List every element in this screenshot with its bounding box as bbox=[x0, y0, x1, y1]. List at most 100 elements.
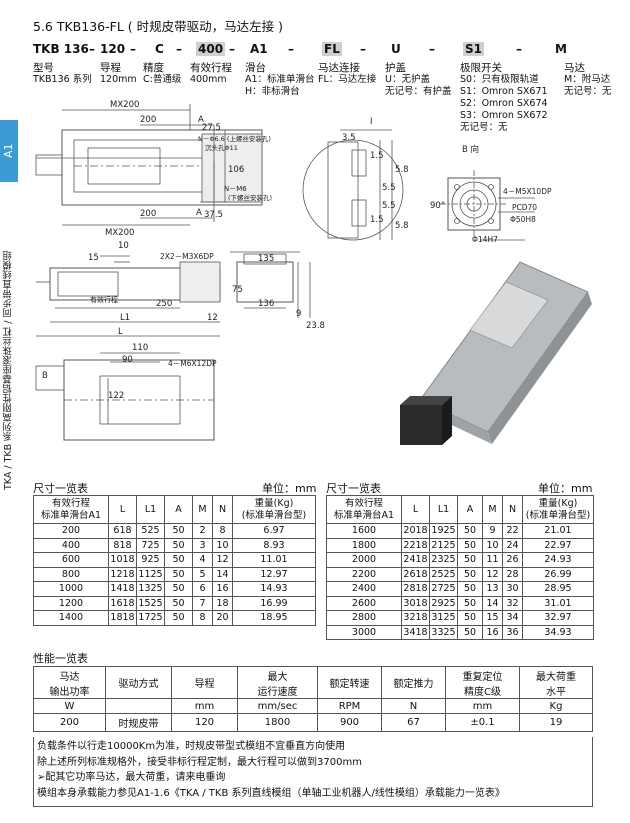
table-cell: 1925 bbox=[429, 523, 458, 539]
table-cell: 1218 bbox=[108, 566, 137, 582]
table-cell: 725 bbox=[136, 537, 165, 553]
table-cell: 1818 bbox=[108, 610, 137, 626]
column-header: 有效行程标准单滑台A1 bbox=[33, 495, 109, 524]
table-cell: 3125 bbox=[429, 610, 458, 626]
column-header: 导程 bbox=[171, 666, 238, 699]
table-cell: 26.99 bbox=[522, 566, 594, 582]
dim-200-bottom: 200 bbox=[140, 209, 156, 219]
table-cell: 2125 bbox=[429, 537, 458, 553]
table-cell: 20 bbox=[212, 610, 233, 626]
page-title: 5.6 TKB136-FL ( 时规皮带驱动，马达左接 ) bbox=[33, 19, 283, 34]
dim-75: 75 bbox=[232, 285, 243, 295]
table-cell: 50 bbox=[164, 523, 193, 539]
column-header: 马达输出功率 bbox=[33, 666, 106, 699]
table-cell: 1125 bbox=[136, 566, 165, 582]
table-cell: 11 bbox=[482, 552, 503, 568]
table-cell: 3218 bbox=[401, 610, 430, 626]
table-cell: 10 bbox=[212, 537, 233, 553]
table-cell: 900 bbox=[317, 713, 382, 732]
tap-note: 2X2－M3X6DP bbox=[160, 252, 214, 261]
code-model: TKB 136 bbox=[33, 42, 89, 56]
code-precision: C bbox=[155, 42, 164, 56]
dim-90: 90 bbox=[122, 355, 133, 365]
dim-table-unit-left: 单位：mm bbox=[262, 482, 317, 495]
table-cell: 14 bbox=[212, 566, 233, 582]
flange-note-4: Φ14H7 bbox=[472, 235, 498, 244]
column-header: N bbox=[212, 495, 233, 524]
dim-106: 106 bbox=[228, 165, 244, 175]
table-cell: 2218 bbox=[401, 537, 430, 553]
dim-200-top: 200 bbox=[140, 115, 156, 125]
hole-note-top-2: 沉头孔Φ11 bbox=[205, 143, 238, 152]
table-cell: 3000 bbox=[326, 624, 402, 640]
table-cell: 50 bbox=[457, 610, 483, 626]
table-cell: 50 bbox=[164, 552, 193, 568]
dim-10: 10 bbox=[118, 241, 129, 251]
table-cell: 400 bbox=[33, 537, 109, 553]
note-line: 除上述所列标准规格外，接受非标行程定制，最大行程可以做到3700mm bbox=[37, 756, 362, 768]
perf-table: 马达输出功率驱动方式导程最大运行速度额定转速额定推力重复定位精度C级最大荷重水平… bbox=[33, 666, 593, 732]
column-header: M bbox=[482, 495, 503, 524]
code-cover: U bbox=[391, 42, 401, 56]
table-cell: 3418 bbox=[401, 624, 430, 640]
code-dash: – bbox=[229, 42, 235, 56]
column-header: 重复定位精度C级 bbox=[445, 666, 520, 699]
table-cell: 50 bbox=[457, 552, 483, 568]
dim-5-5-b: 5.5 bbox=[382, 201, 396, 211]
dim-5-5-a: 5.5 bbox=[382, 183, 396, 193]
code-dash: – bbox=[89, 42, 95, 56]
flange-note-1: 4－M5X10DP bbox=[503, 187, 552, 196]
code-motor: M bbox=[555, 42, 567, 56]
table-cell: 时规皮带 bbox=[105, 713, 172, 732]
table-cell: 31.01 bbox=[522, 595, 594, 611]
code-dash: – bbox=[429, 42, 435, 56]
dim-a-top: A bbox=[198, 115, 204, 125]
table-cell: 2925 bbox=[429, 595, 458, 611]
table-cell: 13 bbox=[482, 581, 503, 597]
code-lead: 120 bbox=[100, 42, 126, 56]
code-carriage: A1 bbox=[250, 42, 268, 56]
column-header: L bbox=[108, 495, 137, 524]
table-cell: 16 bbox=[482, 624, 503, 640]
column-header: 额定推力 bbox=[381, 666, 446, 699]
table-cell: 2200 bbox=[326, 566, 402, 582]
table-cell: 9 bbox=[482, 523, 503, 539]
table-cell: 8 bbox=[212, 523, 233, 539]
dim-mx200-top: MX200 bbox=[110, 100, 139, 110]
section-tab: A1 bbox=[0, 120, 18, 182]
unit-cell bbox=[105, 698, 172, 714]
column-header: 额定转速 bbox=[317, 666, 382, 699]
unit-cell: mm/sec bbox=[237, 698, 318, 714]
dim-250: 250 bbox=[156, 299, 172, 309]
dim-15: 15 bbox=[88, 253, 99, 263]
dim-l1: L1 bbox=[120, 313, 130, 323]
dim-a-bottom: A bbox=[196, 208, 202, 218]
stroke-label: 有效行程 bbox=[90, 295, 118, 304]
unit-cell: RPM bbox=[317, 698, 382, 714]
dim-3-5: 3.5 bbox=[342, 133, 356, 143]
table-cell: 21.01 bbox=[522, 523, 594, 539]
hole-note-top: N－Φ6.6 (上螺丝安装孔) bbox=[198, 134, 271, 143]
table-cell: 1725 bbox=[136, 610, 165, 626]
dim-5-8-a: 5.8 bbox=[395, 165, 409, 175]
hole-note-bottom-2: (下螺丝安装孔) bbox=[228, 193, 272, 202]
note-line: 模组本身承载能力参见A1-1.6《TKA / TKB 系列直线模组（单轴工业机器… bbox=[37, 787, 505, 799]
table-cell: 32 bbox=[502, 595, 523, 611]
unit-cell: Kg bbox=[519, 698, 593, 714]
column-header: A bbox=[457, 495, 483, 524]
dim-12: 12 bbox=[207, 313, 218, 323]
table-cell: 1800 bbox=[326, 537, 402, 553]
table-cell: 2 bbox=[192, 523, 213, 539]
table-cell: 4 bbox=[192, 552, 213, 568]
table-cell: 800 bbox=[33, 566, 109, 582]
